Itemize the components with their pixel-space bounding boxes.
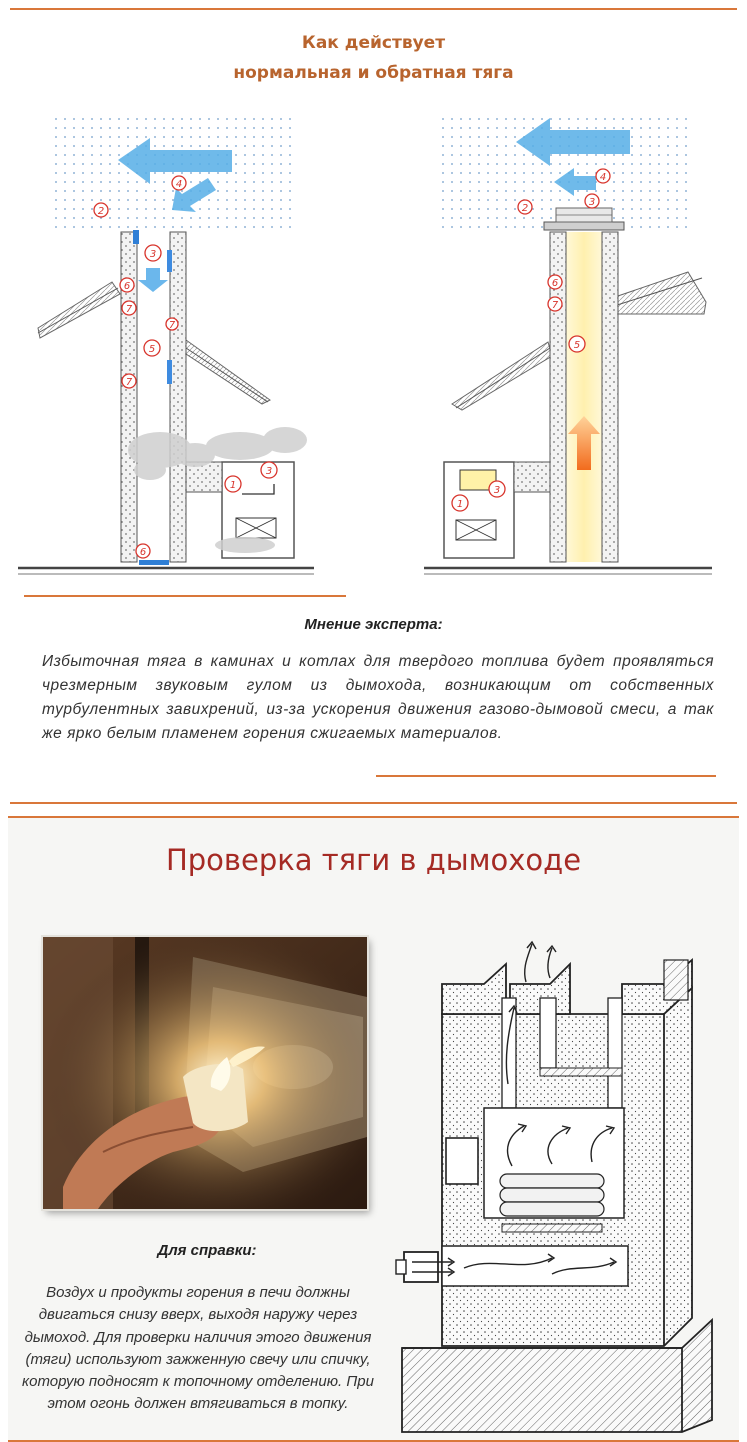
grate bbox=[501, 1223, 603, 1233]
callout-right-7: 7 bbox=[547, 296, 563, 312]
section1-bottom-line bbox=[10, 802, 737, 804]
reference-text: Воздух и продукты горения в печи должны … bbox=[22, 1284, 374, 1413]
callout-right-2: 2 bbox=[517, 199, 533, 215]
callout-text: 1 bbox=[230, 480, 236, 491]
callout-right-3a: 3 bbox=[584, 193, 600, 209]
stove-cross-section bbox=[395, 940, 713, 1433]
callout-left-5: 5 bbox=[143, 339, 161, 357]
callout-text: 2 bbox=[522, 203, 528, 214]
callout-text: 7 bbox=[169, 320, 176, 331]
callout-right-1: 1 bbox=[451, 494, 469, 512]
airflow-arrow-small-right bbox=[554, 168, 596, 196]
expert-divider bbox=[376, 775, 716, 777]
chimney-left-wall-r bbox=[549, 231, 567, 563]
callout-left-4: 4 bbox=[171, 175, 187, 191]
draft-check-title: Проверка тяги в дымоходе bbox=[165, 843, 582, 877]
chimney-cap bbox=[543, 221, 625, 231]
infographic-title-line1: Как действует bbox=[301, 33, 446, 53]
callout-left-1: 1 bbox=[224, 475, 242, 493]
callout-text: 7 bbox=[126, 304, 133, 315]
expert-text: Избыточная тяга в каминах и котлах для т… bbox=[42, 653, 714, 742]
airflow-arrow-big-left bbox=[118, 138, 232, 184]
callout-right-3b: 3 bbox=[488, 480, 506, 498]
callout-text: 3 bbox=[494, 485, 500, 496]
roof-right-slope bbox=[185, 339, 271, 405]
callout-left-3b: 3 bbox=[260, 461, 278, 479]
smoke-cloud bbox=[128, 427, 307, 553]
roof-right-slope-r bbox=[611, 271, 707, 315]
callout-left-7c: 7 bbox=[121, 373, 137, 389]
callout-text: 7 bbox=[552, 300, 559, 311]
callout-right-4: 4 bbox=[595, 168, 611, 184]
callout-left-6a: 6 bbox=[119, 277, 135, 293]
stove-left-tower bbox=[441, 961, 507, 1015]
upflow-arrow-right bbox=[568, 416, 600, 470]
callout-left-7a: 7 bbox=[121, 300, 137, 316]
chimney-right-wall-r bbox=[601, 231, 619, 563]
callout-left-7b: 7 bbox=[165, 317, 179, 331]
downflow-arrow-left bbox=[138, 268, 168, 292]
callout-left-3a: 3 bbox=[144, 244, 162, 262]
flue-channel bbox=[501, 997, 517, 1109]
callout-text: 2 bbox=[98, 206, 104, 217]
airflow-arrow-small-left bbox=[172, 178, 216, 212]
reference-heading: Для справки: bbox=[157, 1242, 257, 1259]
fire-door bbox=[445, 1137, 479, 1185]
top-divider bbox=[10, 8, 737, 10]
callout-text: 6 bbox=[124, 281, 130, 292]
diagram-divider bbox=[24, 595, 346, 597]
callout-text: 6 bbox=[140, 547, 146, 558]
callout-right-5: 5 bbox=[568, 335, 586, 353]
callout-text: 1 bbox=[457, 499, 463, 510]
callout-text: 3 bbox=[150, 249, 156, 260]
airflow-arrow-big-right bbox=[516, 118, 630, 166]
fire-window bbox=[459, 469, 497, 491]
chimney-right-wall bbox=[169, 231, 187, 563]
callout-text: 5 bbox=[149, 344, 155, 355]
normal-draft-diagram bbox=[424, 112, 712, 575]
ash-pit bbox=[441, 1245, 629, 1287]
firewood-logs bbox=[499, 1173, 605, 1217]
callout-text: 6 bbox=[552, 278, 558, 289]
reverse-draft-diagram bbox=[18, 112, 314, 575]
draft-diagrams: 2 4 3 6 7 7 5 7 3 1 6 4 3 2 6 7 5 3 1 bbox=[18, 112, 712, 575]
callout-right-6: 6 bbox=[547, 274, 563, 290]
callout-text: 7 bbox=[126, 377, 133, 388]
callout-text: 4 bbox=[600, 172, 606, 183]
roof-left-slope-r bbox=[451, 341, 553, 411]
callout-text: 4 bbox=[176, 179, 182, 190]
infographic-title-line2: нормальная и обратная тяга bbox=[233, 63, 514, 83]
air-flow-arrows bbox=[412, 940, 618, 1277]
candle-photo-art bbox=[43, 937, 367, 1209]
ash-door bbox=[403, 1251, 439, 1283]
callout-text: 5 bbox=[574, 340, 580, 351]
callout-left-6b: 6 bbox=[135, 543, 151, 559]
candle-photo bbox=[43, 937, 367, 1209]
callout-text: 3 bbox=[266, 466, 272, 477]
expert-heading: Мнение эксперта: bbox=[304, 616, 443, 633]
chimney-glow bbox=[566, 232, 602, 562]
callout-text: 3 bbox=[589, 197, 595, 208]
callout-left-2: 2 bbox=[93, 202, 109, 218]
